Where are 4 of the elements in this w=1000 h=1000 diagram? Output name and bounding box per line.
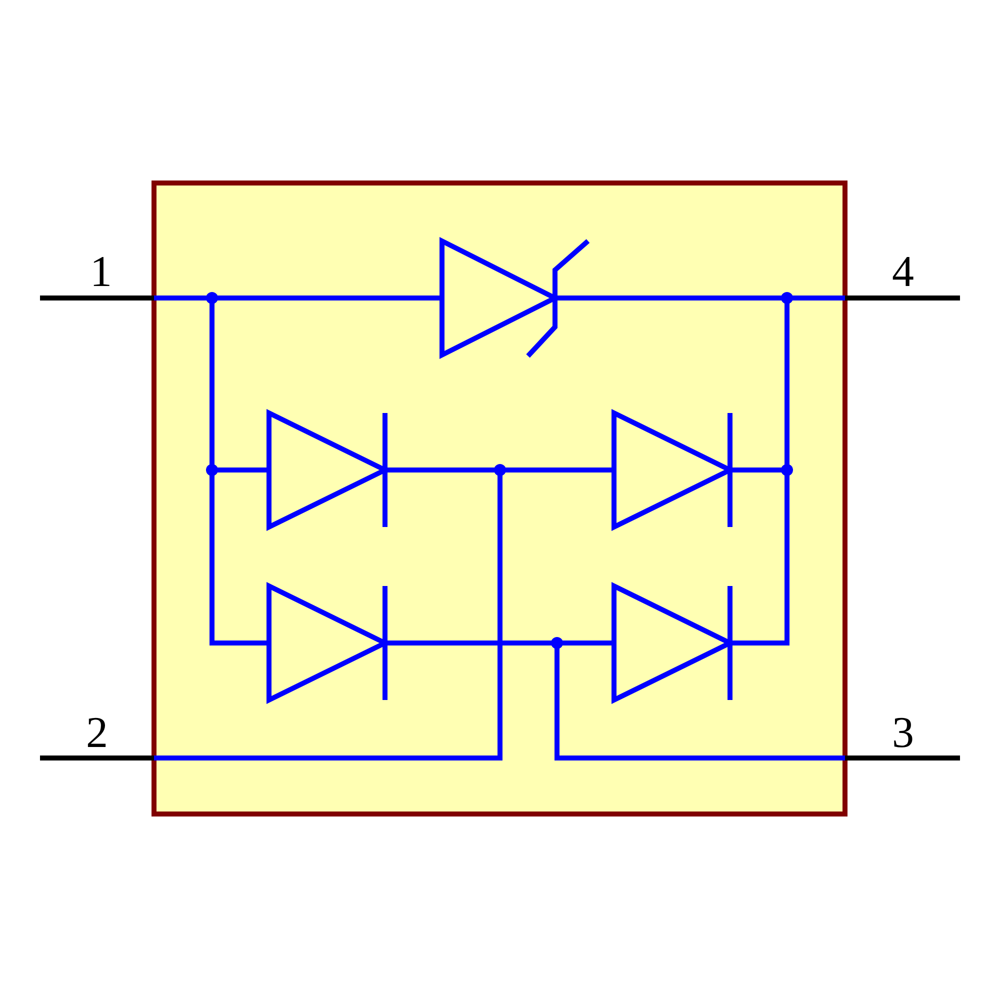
pin-number: 4 xyxy=(892,250,914,294)
pin-number: 1 xyxy=(90,250,112,294)
pin-number: 3 xyxy=(892,711,914,755)
pin-number: 2 xyxy=(86,711,108,755)
